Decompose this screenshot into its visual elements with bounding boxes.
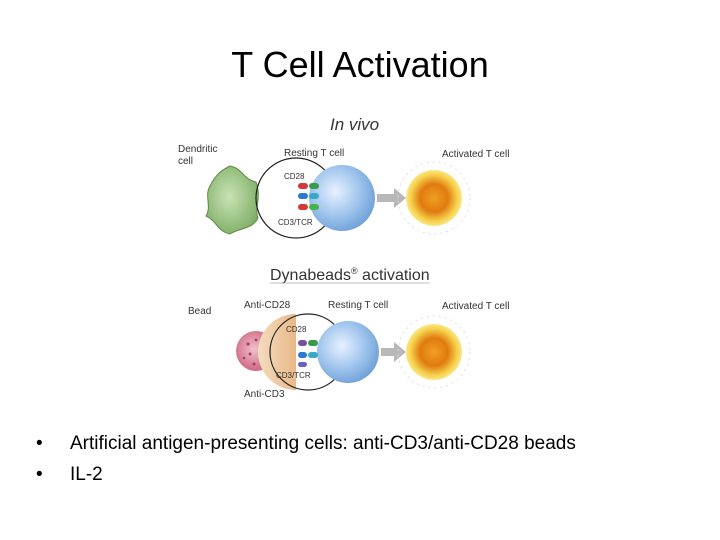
contact-zone-bottom: [258, 314, 296, 390]
activation-arrow-top: [377, 188, 406, 208]
in-vivo-heading: In vivo: [330, 115, 379, 134]
resting-t-cell-label-bottom: Resting T cell: [328, 300, 388, 311]
bullet-dot: •: [36, 433, 43, 454]
list-item: • IL-2: [36, 459, 716, 490]
dendritic-cell-label-2: cell: [178, 156, 193, 167]
bullet-dot: •: [36, 464, 43, 485]
anti-cd3-label: Anti-CD3: [244, 389, 285, 400]
anti-cd28-label: Anti-CD28: [244, 300, 291, 311]
resting-t-cell-label-top: Resting T cell: [284, 148, 344, 159]
list-item: • Artificial antigen-presenting cells: a…: [36, 428, 716, 459]
cd3-tcr-label-bottom: CD3/TCR: [276, 371, 311, 380]
cd3-tcr-label-top: CD3/TCR: [278, 218, 313, 227]
activated-t-cell-bottom: [397, 315, 471, 389]
activated-t-cell-label-top: Activated T cell: [442, 149, 509, 160]
cd28-label-bottom: CD28: [286, 325, 307, 334]
slide-title: T Cell Activation: [231, 44, 489, 85]
activated-t-cell-top: [397, 161, 471, 235]
dendritic-cell: [205, 165, 259, 235]
bead-label: Bead: [188, 306, 211, 317]
receptor-pairs-bottom: [298, 340, 318, 367]
resting-t-cell-top: [309, 165, 375, 231]
activated-t-cell-label-bottom: Activated T cell: [442, 301, 509, 312]
receptor-pairs-top: [298, 183, 319, 210]
cd28-label-top: CD28: [284, 172, 305, 181]
dendritic-cell-label: Dendritic: [178, 144, 217, 155]
activation-arrow-bottom: [381, 342, 406, 362]
t-cell-activation-figure: In vivo Dendritic cell Resting T cell Ac…: [172, 108, 532, 403]
bullet-text: IL-2: [70, 464, 103, 485]
resting-t-cell-bottom: [317, 321, 379, 383]
dynabeads-heading: Dynabeads® activation: [270, 266, 430, 284]
bullet-text: Artificial antigen-presenting cells: ant…: [70, 433, 576, 454]
bullet-list: • Artificial antigen-presenting cells: a…: [36, 428, 716, 490]
